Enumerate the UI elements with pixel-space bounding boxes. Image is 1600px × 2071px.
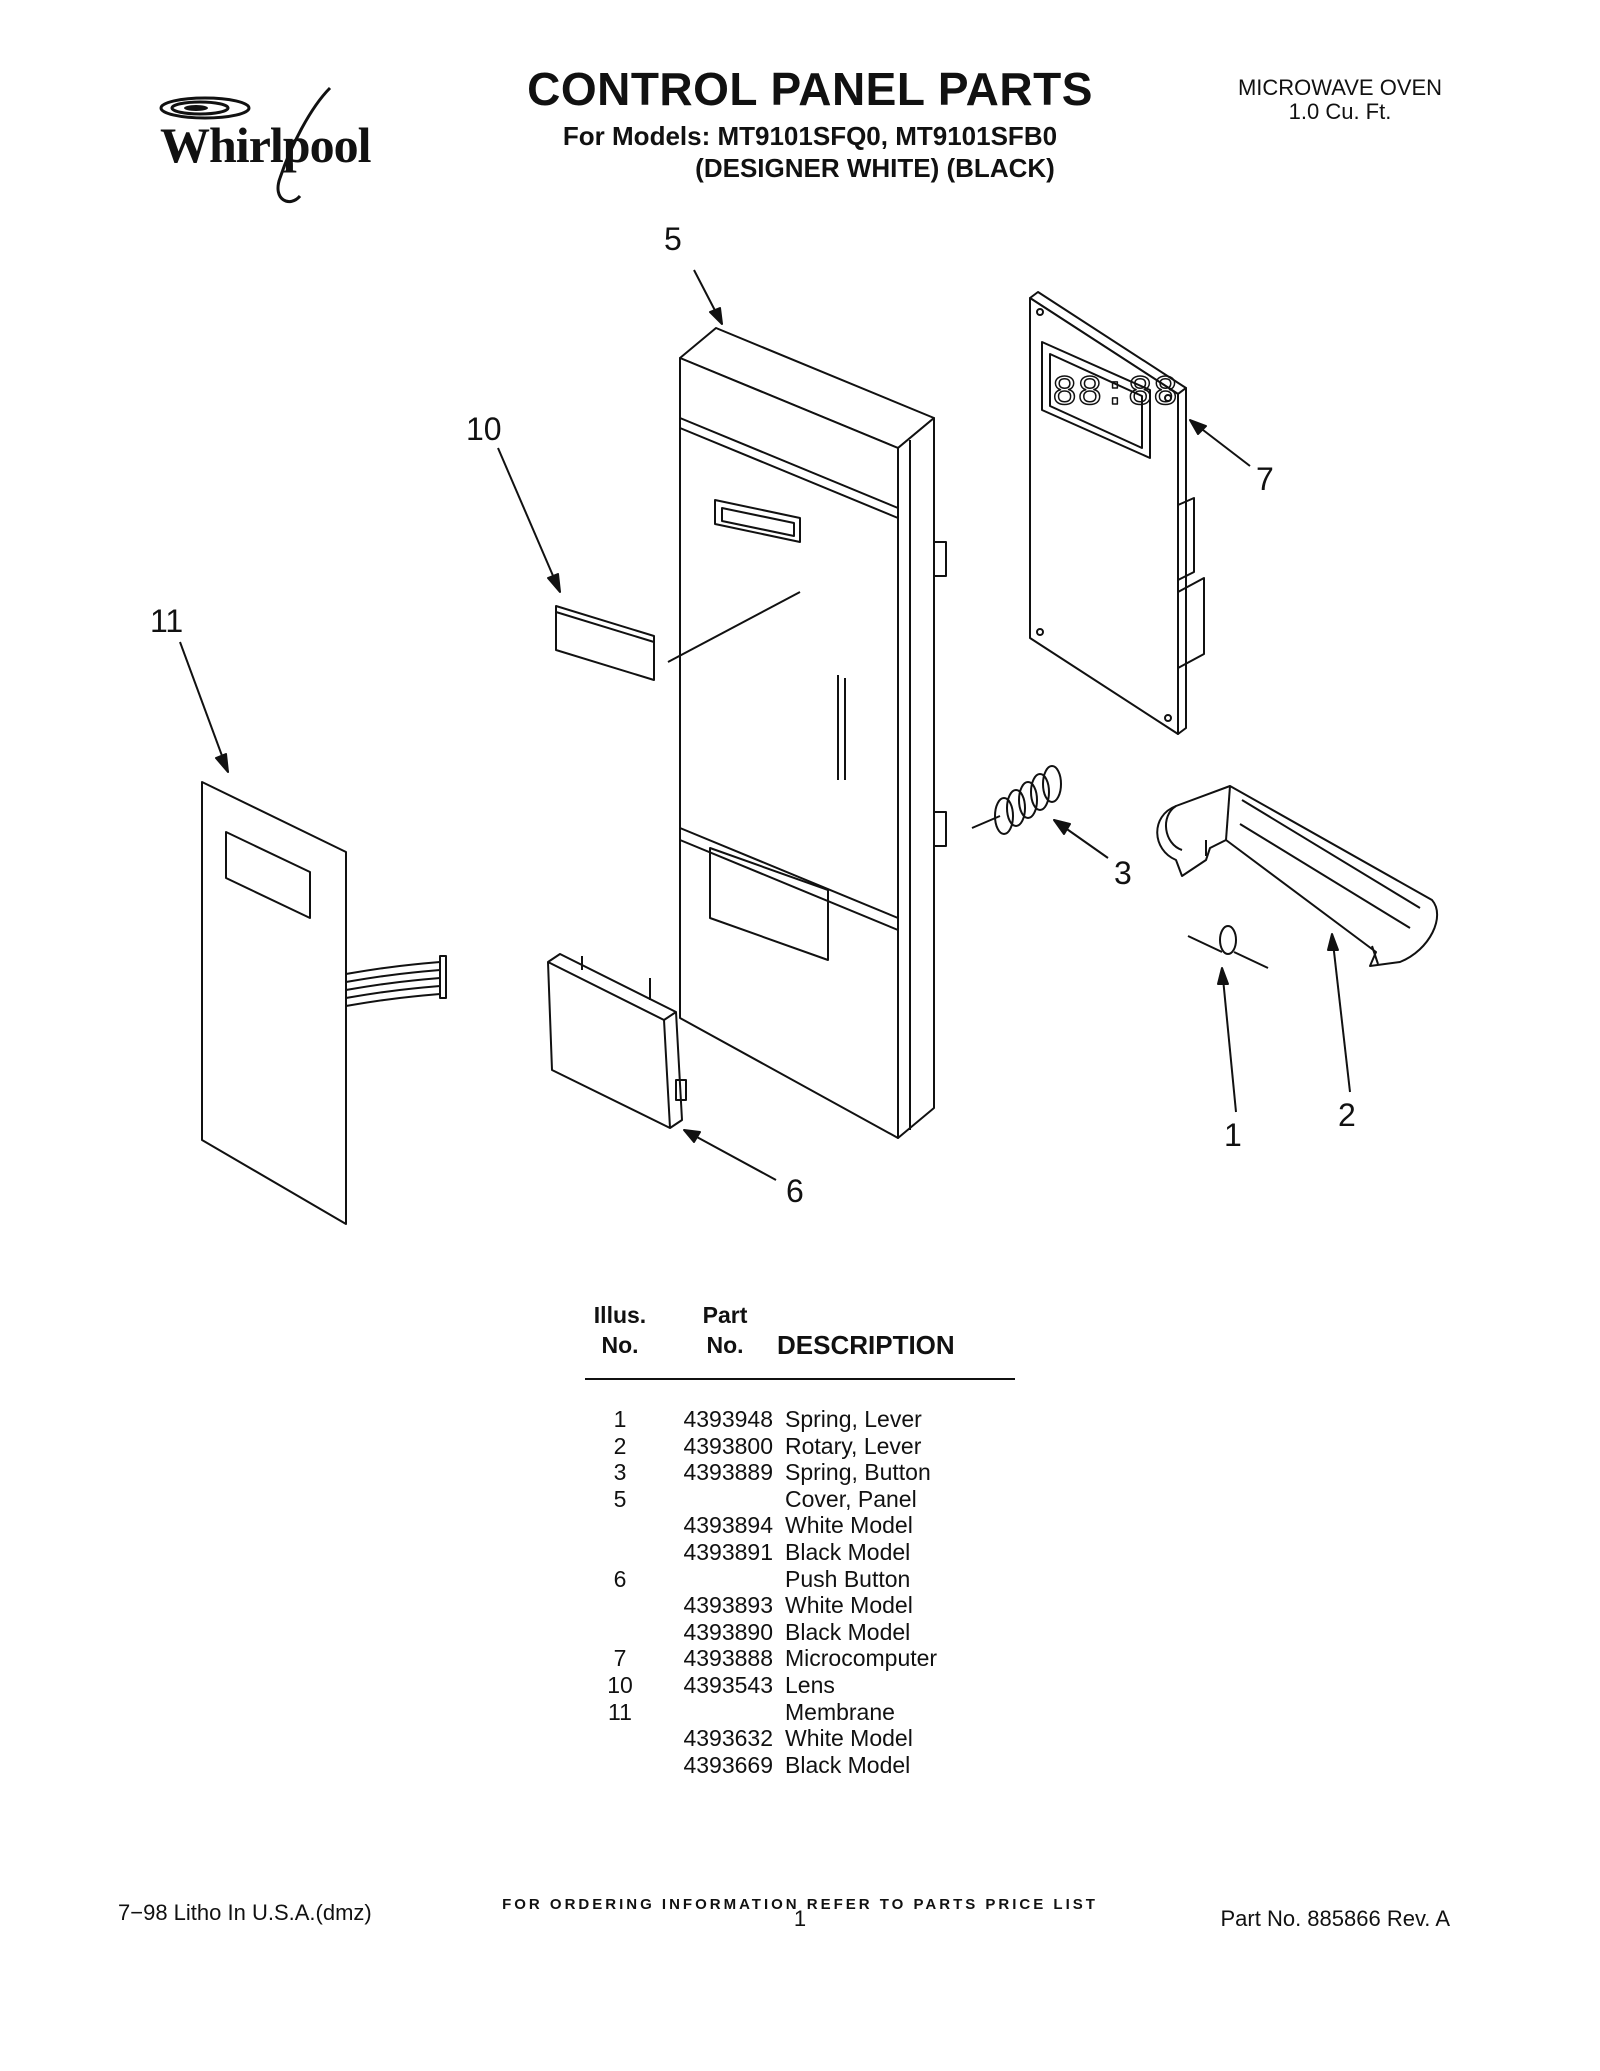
callout-1: 1 (1224, 1117, 1242, 1153)
header-illus-no: Illus. No. (593, 1302, 647, 1358)
ordering-note: FOR ORDERING INFORMATION REFER TO PARTS … (502, 1896, 1098, 1913)
part-2-rotary-lever (1156, 785, 1438, 967)
page-subtitle: For Models: MT9101SFQ0, MT9101SFB0 (DESI… (480, 120, 1140, 184)
header-description: DESCRIPTION (777, 1330, 955, 1360)
part-3-spring-button (971, 765, 1062, 835)
parts-table-header: Illus. No. Part No. DESCRIPTION (585, 1300, 1015, 1380)
callout-10: 10 (466, 411, 502, 447)
document-part-number: Part No. 885866 Rev. A (1220, 1906, 1450, 1931)
product-info: MICROWAVE OVEN 1.0 Cu. Ft. (1180, 76, 1500, 124)
models-line: For Models: MT9101SFQ0, MT9101SFB0 (562, 121, 1058, 151)
part-1-spring-lever (1187, 925, 1269, 969)
callout-2: 2 (1338, 1097, 1356, 1133)
page-number: 1 (793, 1906, 807, 1931)
part-7-microcomputer: 88:88 (1029, 291, 1205, 735)
header-part-no: Part No. (702, 1302, 748, 1358)
product-capacity: 1.0 Cu. Ft. (1288, 99, 1392, 124)
callout-5: 5 (664, 221, 682, 257)
brand-name: Whirlpool (160, 117, 371, 173)
litho-note: 7−98 Litho In U.S.A.(dmz) (118, 1900, 372, 1925)
callout-11: 11 (150, 603, 183, 639)
model-colors-line: (DESIGNER WHITE) (BLACK) (695, 153, 1055, 183)
callout-6: 6 (786, 1173, 804, 1209)
page-title: CONTROL PANEL PARTS (527, 63, 1093, 115)
exploded-parts-diagram: 88:88 (150, 221, 1438, 1225)
part-10-lens (555, 591, 801, 681)
brand-logo: Whirlpool (140, 78, 380, 218)
part-5-cover-panel (679, 327, 947, 1139)
leader-lines (179, 269, 1351, 1181)
callout-7: 7 (1256, 461, 1274, 497)
part-11-membrane (201, 781, 447, 1225)
callout-3: 3 (1114, 855, 1132, 891)
part-6-push-button (547, 953, 687, 1129)
product-type: MICROWAVE OVEN (1237, 75, 1443, 100)
svg-text:88:88: 88:88 (1052, 369, 1178, 417)
swirl-logo-icon (159, 86, 332, 203)
